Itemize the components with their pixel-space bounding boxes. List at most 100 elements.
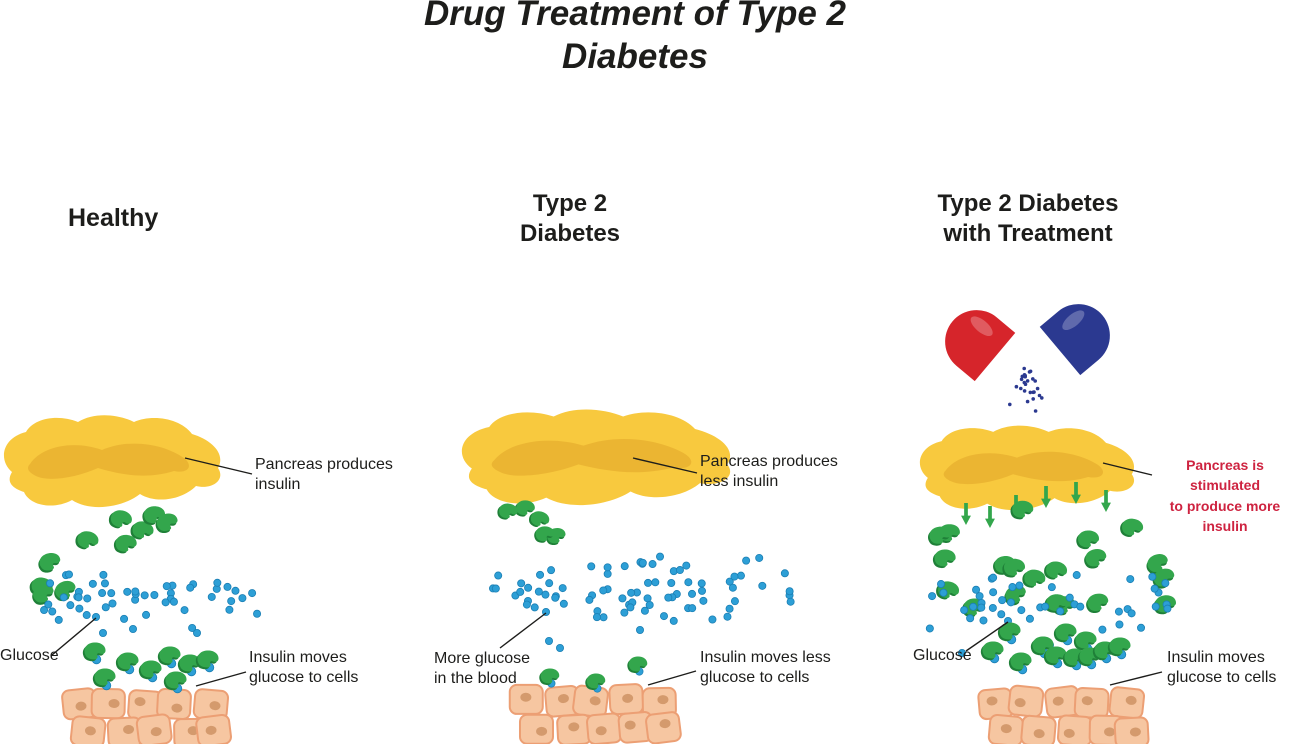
glucose-dot	[524, 583, 533, 592]
glucose-dot	[1065, 593, 1074, 602]
glucose-dot	[960, 606, 969, 615]
glucose-dot	[140, 591, 149, 600]
insulin-dot	[1020, 567, 1047, 591]
granule-dot	[1008, 402, 1012, 407]
glucose-dot	[620, 608, 629, 617]
glucose-dot	[684, 578, 693, 587]
insulin-dot	[73, 528, 101, 553]
glucose-dot	[989, 573, 998, 582]
insulin-glucose-unit	[196, 650, 219, 671]
glucose-dot	[1114, 607, 1123, 616]
cell	[645, 711, 682, 744]
pointer-line-cells	[195, 671, 247, 687]
glucose-dot	[522, 600, 531, 609]
glucose-dot	[682, 561, 691, 570]
glucose-dot	[100, 579, 109, 588]
glucose-dot	[66, 601, 75, 610]
glucose-dot	[728, 583, 737, 592]
granule-dot	[1025, 379, 1030, 383]
glucose-dot	[545, 579, 554, 588]
glucose-dot	[1076, 602, 1085, 611]
pointer-line-pancreas	[1102, 462, 1153, 476]
label-cells-treatment: Insulin moves glucose to cells	[1167, 649, 1277, 686]
glucose-dot	[1127, 609, 1136, 618]
glucose-dot	[1041, 602, 1050, 611]
insulin-glucose-unit	[158, 646, 181, 667]
glucose-dot	[494, 571, 503, 580]
granule-dot	[1022, 380, 1027, 385]
cell	[195, 713, 232, 744]
cell	[508, 683, 544, 715]
glucose-dot	[643, 594, 652, 603]
glucose-dot	[161, 598, 170, 607]
granule-dot	[1027, 370, 1032, 374]
glucose-dot	[207, 592, 216, 601]
glucose-dot	[730, 572, 739, 581]
insulin-dot	[36, 551, 63, 575]
glucose-dot	[723, 612, 732, 621]
granule-dot	[1019, 386, 1023, 391]
glucose-dot	[99, 629, 107, 637]
label-glucose-type2: More glucose in the blood	[434, 650, 531, 687]
insulin-dot	[1082, 547, 1109, 570]
granule-dot	[1014, 384, 1019, 389]
glucose-dot	[599, 586, 608, 595]
insulin-glucose-scatter	[28, 506, 262, 637]
glucose-dot	[101, 603, 110, 612]
glucose-dot	[587, 562, 596, 571]
cell	[586, 712, 623, 744]
glucose-dot	[977, 603, 986, 612]
panel-heading-healthy: Healthy	[68, 204, 159, 232]
glucose-dot	[1017, 606, 1026, 615]
pancreas-icon	[919, 425, 1135, 511]
cell	[69, 715, 107, 744]
glucose-dot	[192, 629, 202, 637]
glucose-dot	[46, 579, 55, 588]
glucose-dot	[998, 596, 1007, 605]
glucose-dot	[74, 593, 83, 602]
glucose-dot	[253, 609, 262, 618]
glucose-dot	[75, 604, 84, 613]
panel-type2-art	[461, 409, 795, 744]
capsule-red-half-icon	[945, 310, 1016, 382]
glucose-dot	[558, 584, 567, 593]
capsule-blue-half-icon	[1039, 304, 1110, 376]
insulin-dot	[496, 502, 519, 522]
glucose-dot	[180, 606, 189, 615]
glucose-dot	[1137, 623, 1146, 632]
cell-layer	[508, 683, 682, 744]
pancreas-icon	[461, 409, 731, 506]
glucose-dot	[725, 604, 734, 613]
glucose-dot	[664, 593, 673, 602]
glucose-dot	[1161, 579, 1170, 588]
glucose-dot	[645, 600, 654, 609]
pointer-line-pancreas	[632, 457, 698, 474]
glucose-dot	[547, 566, 556, 575]
glucose-dot	[585, 595, 594, 604]
pointer-line-glucose	[499, 612, 547, 649]
insulin-glucose-unit	[116, 652, 139, 673]
granule-dot	[1033, 409, 1038, 413]
insulin-glucose-unit	[93, 668, 116, 689]
glucose-dot	[644, 578, 653, 587]
glucose-dot	[667, 579, 676, 588]
glucose-dot	[123, 587, 132, 596]
insulin-glucose-unit	[998, 622, 1021, 643]
glucose-dot	[517, 579, 526, 588]
glucose-dot	[99, 570, 108, 579]
insulin-dot	[107, 507, 134, 532]
pointer-line-cells	[1109, 671, 1163, 686]
glucose-dot	[939, 588, 948, 597]
glucose-dot	[131, 587, 140, 596]
glucose-dot	[638, 558, 647, 567]
glucose-dot	[688, 589, 697, 598]
glucose-dot	[213, 578, 222, 587]
granule-dot	[1040, 396, 1044, 400]
glucose-dot	[556, 644, 564, 652]
glucose-dot	[603, 569, 612, 578]
glucose-dot	[656, 552, 665, 561]
cell	[1113, 716, 1150, 744]
glucose-dot	[98, 589, 107, 598]
glucose-dot	[1126, 575, 1135, 584]
glucose-dot	[669, 616, 678, 625]
